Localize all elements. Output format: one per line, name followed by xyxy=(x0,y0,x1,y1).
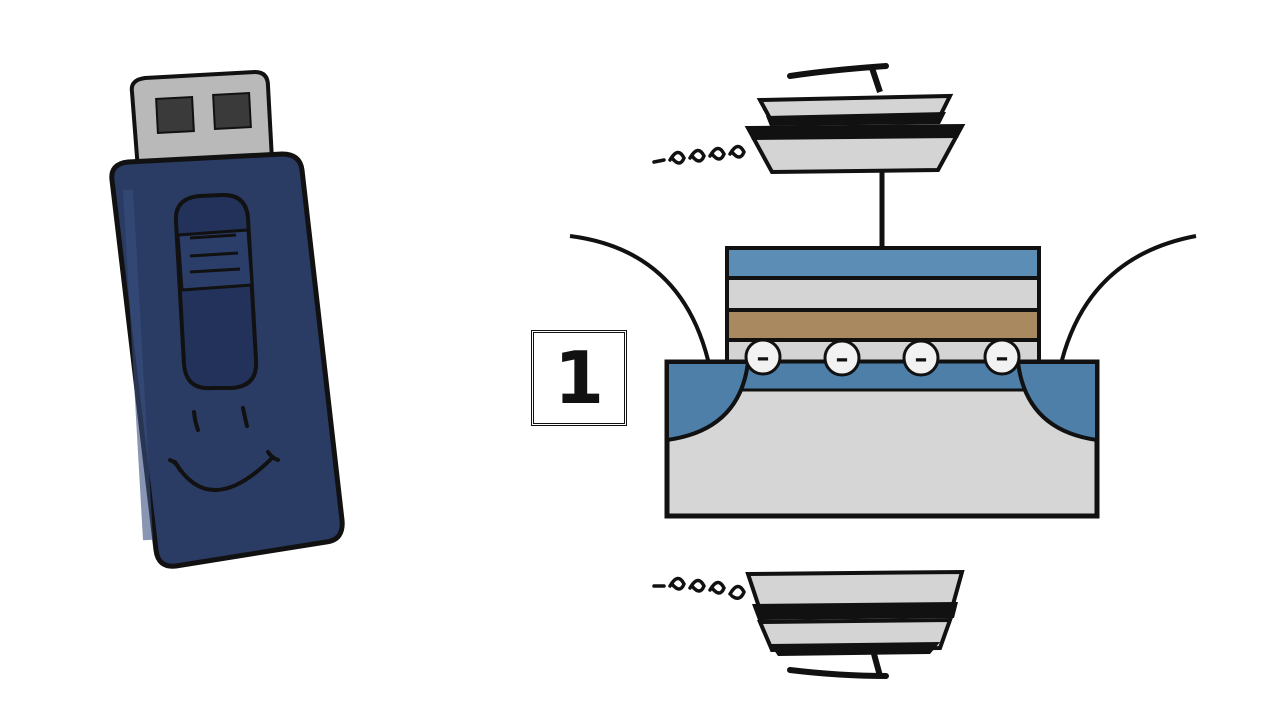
electron: – xyxy=(823,339,861,377)
source-wire xyxy=(569,234,710,361)
gate-stack xyxy=(725,246,1041,364)
electrons: – – – – xyxy=(744,338,1021,377)
electron: – xyxy=(744,338,782,376)
source-well xyxy=(665,360,751,443)
electron-sign: – xyxy=(915,344,928,374)
drain-wire xyxy=(1060,234,1197,361)
floating-gate-layer xyxy=(725,308,1041,342)
usb-contact-pad-right xyxy=(212,92,252,130)
drain-well xyxy=(1015,360,1099,443)
electron: – xyxy=(902,339,940,377)
electron-sign: – xyxy=(996,343,1009,373)
top-electrode xyxy=(744,63,966,246)
usb-contact-pad-left xyxy=(155,96,195,134)
electron-trail-bottom xyxy=(652,576,746,600)
usb-flash-drive xyxy=(109,69,345,569)
electron-sign: – xyxy=(836,344,849,374)
electron: – xyxy=(983,338,1021,376)
electron-trail-top xyxy=(652,144,746,165)
usb-connector xyxy=(129,69,275,173)
substrate-block xyxy=(664,359,1100,519)
control-gate-layer xyxy=(725,246,1041,280)
bottom-electrode xyxy=(745,569,965,679)
electron-sign: – xyxy=(757,343,770,373)
oxide-layer-upper xyxy=(725,276,1041,312)
step-number-box: 1 xyxy=(531,330,627,426)
step-number: 1 xyxy=(553,336,605,420)
usb-slider xyxy=(173,192,259,391)
usb-smiley-face xyxy=(168,406,280,492)
